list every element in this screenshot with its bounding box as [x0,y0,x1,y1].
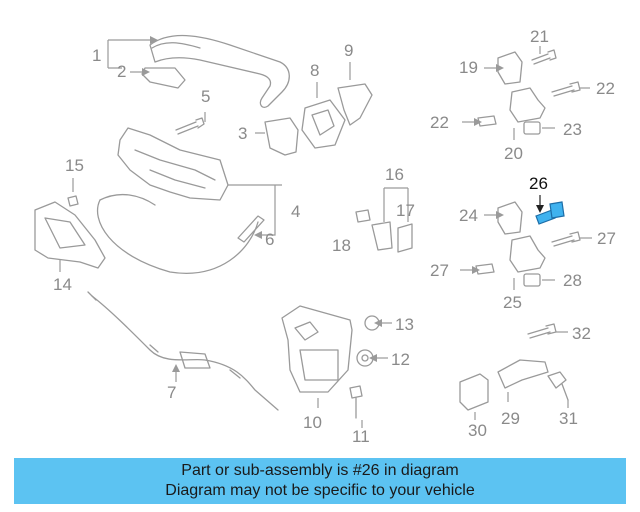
screw-5-part [175,117,205,135]
callout-20: 20 [504,144,523,163]
callout-6: 6 [265,230,275,249]
callout-22b: 22 [430,113,449,132]
bolt-21-part [531,49,557,65]
callout-4: 4 [291,202,301,221]
callout-16: 16 [385,165,404,184]
callout-26-highlighted: 26 [529,174,548,193]
bolt-27b-part [475,263,495,275]
check-arm-29-part [497,359,549,389]
screw-15-part [67,195,79,207]
hinge-24-part [497,201,523,235]
callout-14: 14 [53,275,72,294]
door-latch-10-part [281,305,353,393]
exterior-door-handle-part [149,34,290,108]
callout-12: 12 [391,350,410,369]
inside-handle-14-part [34,201,106,269]
callout-21: 21 [530,27,549,46]
cap-23-part [523,121,541,135]
callout-23: 23 [563,120,582,139]
bolt-22a-part [551,81,581,97]
callout-2: 2 [117,62,127,81]
bolt-26-highlighted-part [535,201,565,225]
cover-9-part [337,83,373,126]
info-banner: Part or sub-assembly is #26 in diagram D… [14,458,626,504]
callout-3: 3 [238,124,248,143]
bolt-11-part [349,385,363,419]
hinge-25-part [509,235,546,273]
callout-27b: 27 [430,261,449,280]
hinge-19-part [497,51,523,85]
callout-27a: 27 [597,229,616,248]
bolt-31-part [547,371,569,401]
callout-9: 9 [344,41,354,60]
bolt-27a-part [551,231,581,247]
handle-gasket-part [141,67,186,89]
callout-30: 30 [468,421,487,440]
handle-base-8-part [301,99,346,149]
callout-31: 31 [559,409,578,428]
hinge-20-part [509,87,546,123]
callout-25: 25 [503,293,522,312]
banner-line-1: Part or sub-assembly is #26 in diagram [181,462,459,479]
cap-28-part [523,273,541,287]
banner-line-2: Diagram may not be specific to your vehi… [165,482,475,499]
callout-29: 29 [501,409,520,428]
callout-19: 19 [459,58,478,77]
callout-18: 18 [332,236,351,255]
callout-32: 32 [572,324,591,343]
cable-6-part [96,193,265,274]
cable-7-part [87,291,279,411]
callout-10: 10 [303,413,322,432]
callout-8: 8 [310,61,320,80]
latch-assembly-4-part [117,127,229,201]
screw-18-part [355,209,371,223]
callout-28: 28 [563,271,582,290]
callout-1: 1 [92,46,102,65]
pad-17-part [397,223,413,253]
exploded-parts-diagram [34,34,592,428]
callout-24: 24 [459,206,478,225]
bracket-30-part [459,373,489,411]
bracket-3-part [264,117,299,156]
callout-15: 15 [65,156,84,175]
callout-17: 17 [396,201,415,220]
callout-11: 11 [352,427,370,446]
bolt-32-part [527,323,557,339]
callout-7: 7 [167,383,177,402]
callout-22a: 22 [596,79,615,98]
callout-5: 5 [201,87,211,106]
bolt-22b-part [477,115,497,127]
clip-16-part [371,221,393,251]
callout-13: 13 [395,315,414,334]
